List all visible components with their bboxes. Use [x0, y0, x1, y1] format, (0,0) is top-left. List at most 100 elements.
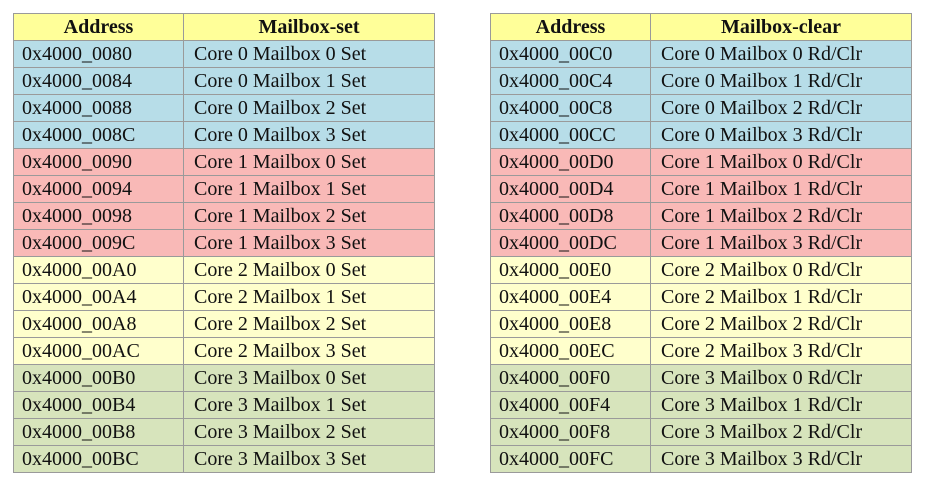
mailbox-set-header: Mailbox-set: [183, 13, 435, 41]
address-cell: 0x4000_00E4: [490, 283, 651, 311]
address-cell: 0x4000_00C4: [490, 67, 651, 95]
address-cell: 0x4000_008C: [13, 121, 184, 149]
address-cell: 0x4000_00E0: [490, 256, 651, 284]
mailbox-cell: Core 3 Mailbox 2 Rd/Clr: [650, 418, 912, 446]
mailbox-cell: Core 2 Mailbox 3 Rd/Clr: [650, 337, 912, 365]
address-cell: 0x4000_00EC: [490, 337, 651, 365]
address-cell: 0x4000_009C: [13, 229, 184, 257]
address-cell: 0x4000_0088: [13, 94, 184, 122]
mailbox-cell: Core 3 Mailbox 0 Rd/Clr: [650, 364, 912, 392]
mailbox-cell: Core 0 Mailbox 0 Set: [183, 40, 435, 68]
mailbox-cell: Core 1 Mailbox 1 Rd/Clr: [650, 175, 912, 203]
address-cell: 0x4000_00B4: [13, 391, 184, 419]
mailbox-cell: Core 0 Mailbox 3 Set: [183, 121, 435, 149]
address-header: Address: [490, 13, 651, 41]
mailbox-cell: Core 2 Mailbox 0 Set: [183, 256, 435, 284]
mailbox-cell: Core 0 Mailbox 1 Rd/Clr: [650, 67, 912, 95]
address-cell: 0x4000_00BC: [13, 445, 184, 473]
address-cell: 0x4000_00A4: [13, 283, 184, 311]
address-cell: 0x4000_00DC: [490, 229, 651, 257]
address-cell: 0x4000_0094: [13, 175, 184, 203]
mailbox-cell: Core 0 Mailbox 3 Rd/Clr: [650, 121, 912, 149]
mailbox-cell: Core 3 Mailbox 1 Rd/Clr: [650, 391, 912, 419]
mailbox-cell: Core 1 Mailbox 0 Set: [183, 148, 435, 176]
address-cell: 0x4000_00B0: [13, 364, 184, 392]
address-cell: 0x4000_00D8: [490, 202, 651, 230]
address-cell: 0x4000_0084: [13, 67, 184, 95]
mailbox-cell: Core 1 Mailbox 1 Set: [183, 175, 435, 203]
address-cell: 0x4000_00D4: [490, 175, 651, 203]
address-cell: 0x4000_00AC: [13, 337, 184, 365]
header-row: Address Mailbox-set: [13, 13, 435, 41]
mailbox-cell: Core 0 Mailbox 1 Set: [183, 67, 435, 95]
mailbox-cell: Core 2 Mailbox 1 Rd/Clr: [650, 283, 912, 311]
mailbox-cell: Core 2 Mailbox 2 Set: [183, 310, 435, 338]
address-cell: 0x4000_00FC: [490, 445, 651, 473]
address-cell: 0x4000_0090: [13, 148, 184, 176]
mailbox-cell: Core 1 Mailbox 2 Rd/Clr: [650, 202, 912, 230]
address-cell: 0x4000_00F8: [490, 418, 651, 446]
address-cell: 0x4000_00A0: [13, 256, 184, 284]
mailbox-cell: Core 1 Mailbox 0 Rd/Clr: [650, 148, 912, 176]
address-cell: 0x4000_00E8: [490, 310, 651, 338]
header-row: Address Mailbox-clear: [490, 13, 912, 41]
mailbox-cell: Core 0 Mailbox 0 Rd/Clr: [650, 40, 912, 68]
mailbox-cell: Core 3 Mailbox 0 Set: [183, 364, 435, 392]
mailbox-cell: Core 2 Mailbox 3 Set: [183, 337, 435, 365]
mailbox-clear-header: Mailbox-clear: [650, 13, 912, 41]
mailbox-cell: Core 2 Mailbox 2 Rd/Clr: [650, 310, 912, 338]
mailbox-cell: Core 3 Mailbox 1 Set: [183, 391, 435, 419]
address-cell: 0x4000_00C8: [490, 94, 651, 122]
address-cell: 0x4000_00F4: [490, 391, 651, 419]
mailbox-cell: Core 0 Mailbox 2 Set: [183, 94, 435, 122]
address-cell: 0x4000_00F0: [490, 364, 651, 392]
mailbox-cell: Core 2 Mailbox 1 Set: [183, 283, 435, 311]
mailbox-cell: Core 3 Mailbox 2 Set: [183, 418, 435, 446]
mailbox-cell: Core 1 Mailbox 3 Set: [183, 229, 435, 257]
address-header: Address: [13, 13, 184, 41]
address-cell: 0x4000_00A8: [13, 310, 184, 338]
address-cell: 0x4000_00C0: [490, 40, 651, 68]
mailbox-cell: Core 2 Mailbox 0 Rd/Clr: [650, 256, 912, 284]
mailbox-cell: Core 3 Mailbox 3 Set: [183, 445, 435, 473]
address-cell: 0x4000_0080: [13, 40, 184, 68]
mailbox-cell: Core 1 Mailbox 2 Set: [183, 202, 435, 230]
address-cell: 0x4000_00D0: [490, 148, 651, 176]
